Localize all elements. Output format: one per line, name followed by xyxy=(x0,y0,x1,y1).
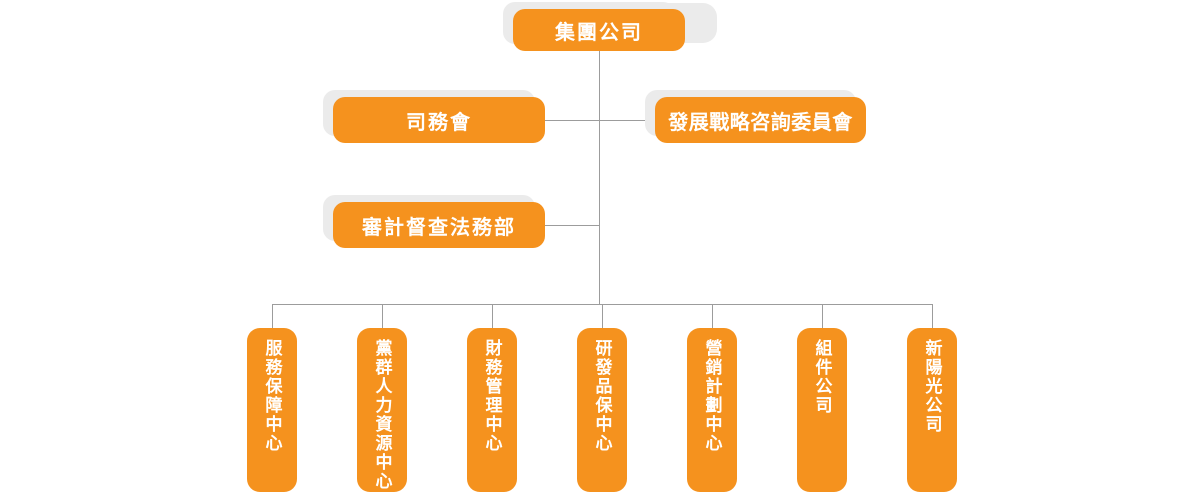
connector-trunk xyxy=(599,51,600,305)
connector-stub-7 xyxy=(932,304,933,328)
connector-stub-3 xyxy=(492,304,493,328)
org-node-dept-7: 新陽光公司 xyxy=(907,328,957,492)
org-node-root-label: 集團公司 xyxy=(555,21,643,44)
org-node-council-label: 司務會 xyxy=(406,111,472,134)
connector-stub-5 xyxy=(712,304,713,328)
org-node-dept-6-label: 組件公司 xyxy=(812,339,832,415)
org-node-dept-1-label: 服務保障中心 xyxy=(262,339,282,453)
connector-stub-2 xyxy=(382,304,383,328)
connector-level2 xyxy=(545,120,655,121)
connector-level3 xyxy=(545,225,600,226)
org-node-dept-5-label: 營銷計劃中心 xyxy=(702,339,722,453)
connector-stub-6 xyxy=(822,304,823,328)
org-node-dept-2-label: 黨群人力資源中心 xyxy=(372,339,392,491)
org-node-dept-1: 服務保障中心 xyxy=(247,328,297,492)
connector-stub-1 xyxy=(272,304,273,328)
org-node-strategy-committee: 發展戰略咨詢委員會 xyxy=(655,97,866,143)
org-node-council: 司務會 xyxy=(333,97,545,143)
org-node-dept-4-label: 研發品保中心 xyxy=(592,339,612,453)
org-node-audit-legal-label: 審計督查法務部 xyxy=(362,216,516,239)
org-node-dept-3: 財務管理中心 xyxy=(467,328,517,492)
org-node-root: 集團公司 xyxy=(513,9,685,51)
org-node-strategy-committee-label: 發展戰略咨詢委員會 xyxy=(668,111,853,134)
org-node-dept-7-label: 新陽光公司 xyxy=(922,339,942,434)
org-node-dept-2: 黨群人力資源中心 xyxy=(357,328,407,492)
org-node-dept-6: 組件公司 xyxy=(797,328,847,492)
connector-stub-4 xyxy=(602,304,603,328)
org-node-dept-5: 營銷計劃中心 xyxy=(687,328,737,492)
org-node-dept-4: 研發品保中心 xyxy=(577,328,627,492)
org-node-audit-legal: 審計督查法務部 xyxy=(333,202,545,248)
org-node-dept-3-label: 財務管理中心 xyxy=(482,339,502,453)
